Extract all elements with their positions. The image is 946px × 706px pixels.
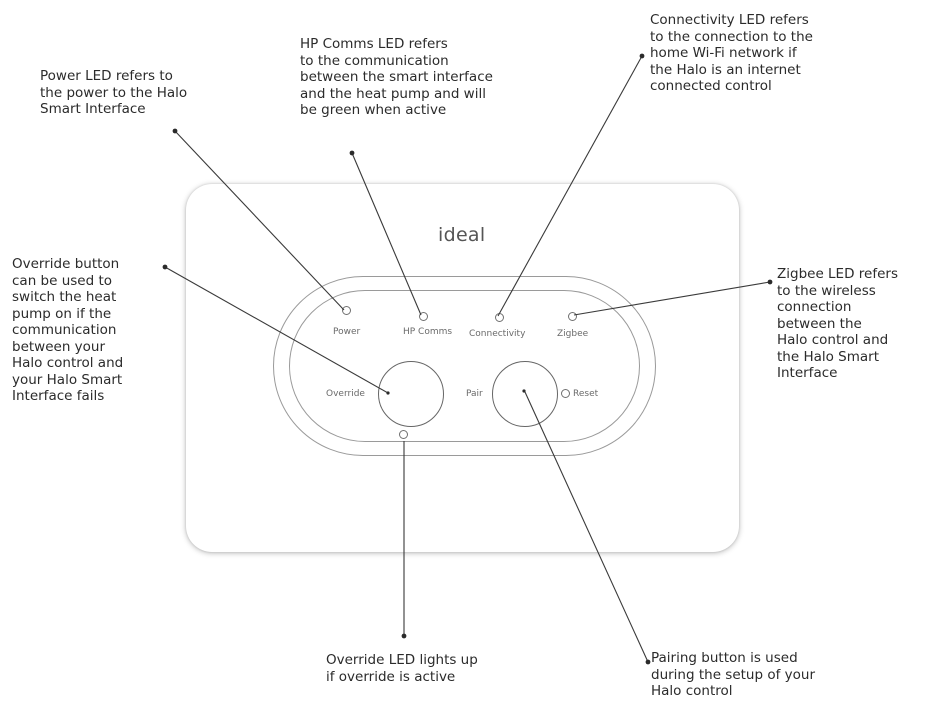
override-button-pin xyxy=(386,391,390,395)
zigbee-led-label: Zigbee xyxy=(557,329,589,339)
callout-power-led: Power LED refers to the power to the Hal… xyxy=(40,68,188,117)
leader-zigbee xyxy=(573,281,771,316)
callout-override-led: Override LED lights up if override is ac… xyxy=(326,652,478,685)
callout-zigbee-led: Zigbee LED refers to the wireless connec… xyxy=(777,266,898,381)
control-panel-outer-ring xyxy=(273,276,656,456)
connectivity-led-label: Connectivity xyxy=(469,329,526,339)
reset-button-label: Reset xyxy=(573,389,599,399)
pair-button[interactable] xyxy=(492,361,558,427)
leader-hp-comms-dot xyxy=(349,150,355,156)
leader-zigbee-dot xyxy=(767,279,773,285)
leader-pair-button-dot xyxy=(645,659,651,665)
leader-override-button xyxy=(164,266,389,394)
brand-logo: ideal xyxy=(438,224,486,246)
override-button-label: Override xyxy=(326,389,365,399)
override-led xyxy=(399,430,408,439)
leader-override-button-dot xyxy=(162,264,168,270)
leader-override-led-dot xyxy=(401,633,407,639)
hp-comms-led-label: HP Comms xyxy=(403,327,453,337)
zigbee-led xyxy=(568,312,577,321)
pair-button-label: Pair xyxy=(466,389,483,399)
callout-connectivity-led: Connectivity LED refers to the connectio… xyxy=(650,12,813,94)
power-led-label: Power xyxy=(333,327,361,337)
callout-pair-button: Pairing button is used during the setup … xyxy=(651,650,815,699)
leader-pair-button xyxy=(524,391,649,663)
control-panel-inner-ring xyxy=(289,290,640,442)
leader-hp-comms xyxy=(351,152,422,316)
leader-power xyxy=(174,130,345,311)
pair-button-pin xyxy=(522,389,526,393)
leader-power-dot xyxy=(172,128,178,134)
leader-connectivity-dot xyxy=(639,53,645,59)
callout-hp-comms-led: HP Comms LED refers to the communication… xyxy=(300,36,493,118)
hp-comms-led xyxy=(419,312,428,321)
reset-button[interactable] xyxy=(561,389,570,398)
power-led xyxy=(342,306,351,315)
callout-override-button: Override button can be used to switch th… xyxy=(12,256,124,404)
leader-connectivity xyxy=(497,55,643,317)
